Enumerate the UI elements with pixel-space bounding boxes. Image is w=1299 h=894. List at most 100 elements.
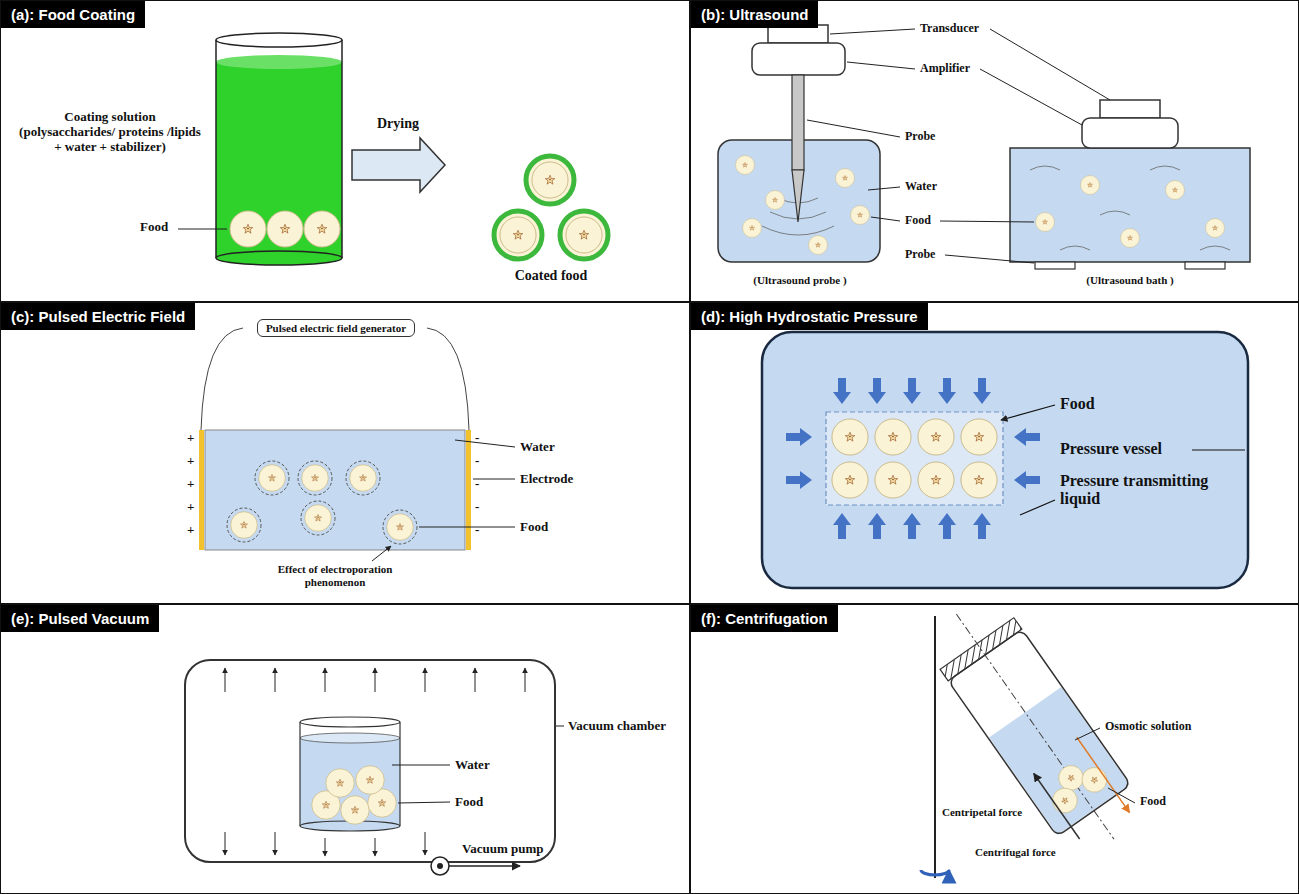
leader-line [1001,405,1055,420]
vacuum-chamber [375,838,376,856]
ultrasound-bath [1010,100,1250,269]
pef-chamber [298,461,332,495]
part-label: Water [520,440,555,455]
vacuum-chamber [225,668,226,692]
beaker [216,251,342,265]
coated-food [532,162,568,198]
pressure-arrow [868,513,886,539]
polarity-sign: + [187,454,194,469]
coated-food [500,217,536,253]
ultrasound-probe [736,156,755,175]
leader-line [830,29,915,34]
leader-line [980,69,1082,125]
leader-line [868,187,900,190]
ultrasound-probe [836,169,855,188]
centrifuge-tube [956,614,1114,839]
beaker [216,62,342,258]
beaker [300,733,400,743]
pressure-vessel [918,419,954,455]
node-text: Pulsed electric field generator [266,322,406,334]
drying-arrow [352,138,445,192]
part-label: (Ultrasound bath ) [1045,274,1215,287]
pressure-arrow [833,378,851,404]
ultrasound-bath [1081,176,1100,195]
coated-food [494,156,608,259]
ultrasound-bath [1010,148,1250,262]
coated-food [566,217,602,253]
pressure-vessel [832,462,868,498]
panel-title: (a): Food Coating [1,1,145,28]
leader-line [945,255,1034,263]
vacuum-chamber [275,832,276,855]
leader-line [1075,728,1100,740]
leader-line [372,440,515,561]
pef-chamber [231,512,258,539]
pressure-vessel [762,332,1248,588]
vacuum-chamber [375,668,376,692]
pressure-arrow [786,471,812,489]
pressure-arrow [973,513,991,539]
part-label: (Ultrasound probe ) [715,274,885,287]
vacuum-pump [437,863,443,869]
vacuum-chamber [475,668,476,692]
ultrasound-probe [792,75,804,170]
polarity-sign: - [475,454,479,469]
figure-panel: (c): Pulsed Electric FieldPulsed electri… [0,302,690,604]
panel-title: (e): Pulsed Vacuum [1,605,159,632]
part-label: Centripetal force [942,806,1022,819]
pef-chamber [205,430,465,550]
leader-line [178,229,227,230]
polarity-sign: + [187,500,194,515]
beaker [299,722,300,826]
vacuum-pump [431,857,520,875]
pressure-arrow [938,378,956,404]
pef-chamber [227,508,261,542]
pef-chamber [227,461,417,544]
ultrasound-bath [1082,118,1178,148]
leader-line [392,765,450,766]
ultrasound-probe [809,236,828,255]
beaker [341,40,343,258]
part-label: Pressure vessel [1060,440,1162,458]
pressure-arrow [786,378,1040,539]
part-label: Amplifier [920,62,970,76]
food-slice [230,211,266,247]
beaker [341,796,370,825]
centrifuge-tube [1077,737,1130,812]
beaker [216,33,342,265]
pef-chamber [199,328,471,550]
leader-line [1192,449,1245,450]
pressure-vessel [875,419,911,455]
part-label: Food [1140,795,1166,809]
part-label: Coating solution (polysaccharides/ prote… [18,110,203,155]
pressure-arrow [786,428,812,446]
pef-chamber [305,505,332,532]
beaker [216,55,342,69]
figure-panel: (d): High Hydrostatic Pressure [690,302,1299,604]
panel-title: (c): Pulsed Electric Field [1,303,195,330]
leader-line [940,221,1034,222]
food-slice [230,211,340,247]
ultrasound-bath [1100,100,1160,118]
coated-food [560,211,608,259]
pressure-arrow [903,378,921,404]
vacuum-chamber [425,668,426,692]
pressure-arrow [833,513,851,539]
beaker [215,40,217,258]
vacuum-chamber [325,668,326,692]
beaker [300,717,400,727]
pef-chamber [383,510,417,544]
leader-line [990,29,1110,100]
leader-line [1001,405,1245,515]
leader-line [455,440,515,447]
polarity-sign: - [475,477,479,492]
vacuum-chamber [325,838,326,856]
pressure-vessel [918,462,954,498]
part-label: Water [455,758,490,773]
part-label: Food [905,214,931,228]
generator-box: Pulsed electric field generator [257,319,415,337]
ultrasound-probe [851,206,870,225]
rotation-axis [921,870,949,875]
pressure-arrow [868,378,886,404]
